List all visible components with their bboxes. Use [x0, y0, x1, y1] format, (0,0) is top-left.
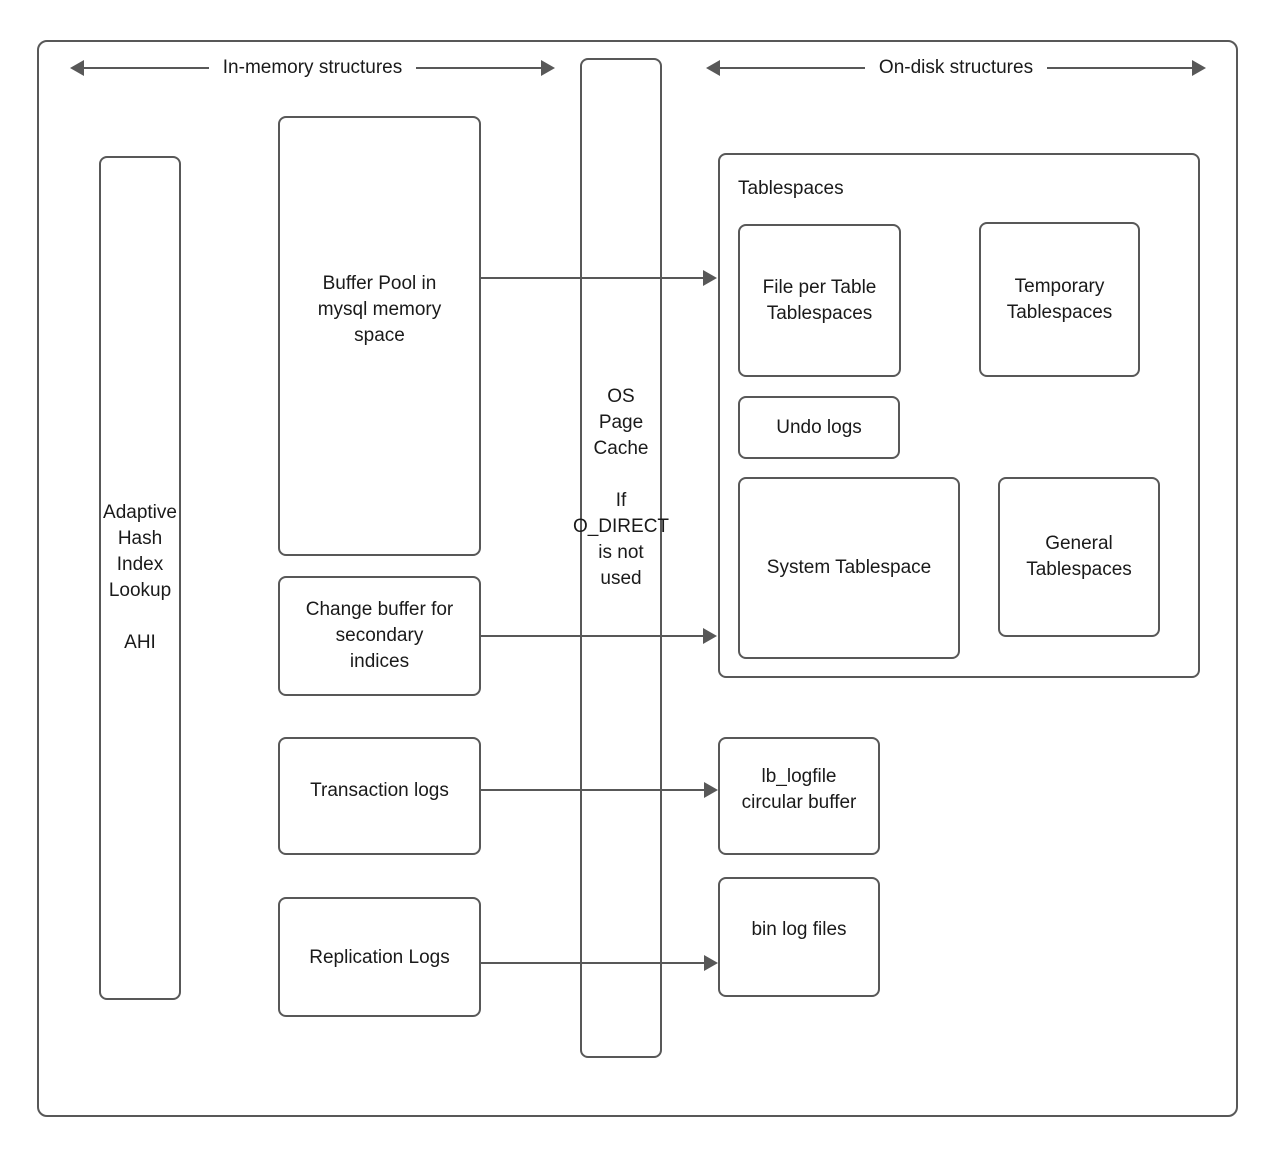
bin-log-files-label: bin log files — [751, 919, 847, 941]
header-in-memory-structures: In-memory structures — [70, 56, 556, 80]
undo-logs-label: Undo logs — [776, 416, 862, 438]
system-tablespace-label: System Tablespace — [766, 557, 932, 578]
adaptive-hash-index-box[interactable]: Adaptive Hash Index Lookup AHI — [99, 156, 181, 1000]
arrow-right-icon — [541, 60, 556, 76]
file-per-table-tablespaces-label: File per Table Tablespaces — [762, 276, 877, 324]
replication-logs-label: Replication Logs — [309, 947, 450, 969]
ib-logfile-box[interactable]: lb_logfile circular buffer — [718, 737, 880, 855]
arrow-left-icon — [70, 60, 84, 76]
ib-logfile-label: lb_logfile circular buffer — [741, 766, 857, 814]
header-on-disk-label: On-disk structures — [878, 57, 1034, 78]
temporary-tablespaces-label: Temporary Tablespaces — [1006, 275, 1113, 323]
buffer-pool-label: Buffer Pool in mysql memory space — [317, 272, 442, 346]
os-page-cache-box[interactable]: OS Page Cache If O_DIRECT is not used — [573, 58, 669, 1058]
header-line-left — [84, 67, 209, 69]
change-buffer-box[interactable]: Change buffer for secondary indices — [278, 576, 481, 696]
system-tablespace-box[interactable]: System Tablespace — [738, 477, 960, 659]
bin-log-files-box[interactable]: bin log files — [718, 877, 880, 997]
arrow-right-icon — [1192, 60, 1206, 76]
header-line-right — [416, 67, 542, 69]
file-per-table-tablespaces-box[interactable]: File per Table Tablespaces — [738, 224, 901, 377]
tablespaces-group-title: Tablespaces — [738, 178, 844, 199]
undo-logs-box[interactable]: Undo logs — [738, 396, 900, 459]
change-buffer-label: Change buffer for secondary indices — [305, 599, 454, 672]
header-on-disk-structures: On-disk structures — [706, 56, 1206, 80]
header-line-left — [720, 67, 865, 69]
transaction-logs-box[interactable]: Transaction logs — [278, 737, 481, 855]
transaction-logs-label: Transaction logs — [310, 780, 449, 802]
header-in-memory-label: In-memory structures — [222, 57, 403, 78]
replication-logs-box[interactable]: Replication Logs — [278, 897, 481, 1017]
temporary-tablespaces-box[interactable]: Temporary Tablespaces — [979, 222, 1140, 377]
buffer-pool-box[interactable]: Buffer Pool in mysql memory space — [278, 116, 481, 556]
general-tablespaces-label: General Tablespaces — [1026, 533, 1132, 580]
header-line-right — [1047, 67, 1192, 69]
arrow-left-icon — [706, 60, 720, 76]
general-tablespaces-box[interactable]: General Tablespaces — [998, 477, 1160, 637]
